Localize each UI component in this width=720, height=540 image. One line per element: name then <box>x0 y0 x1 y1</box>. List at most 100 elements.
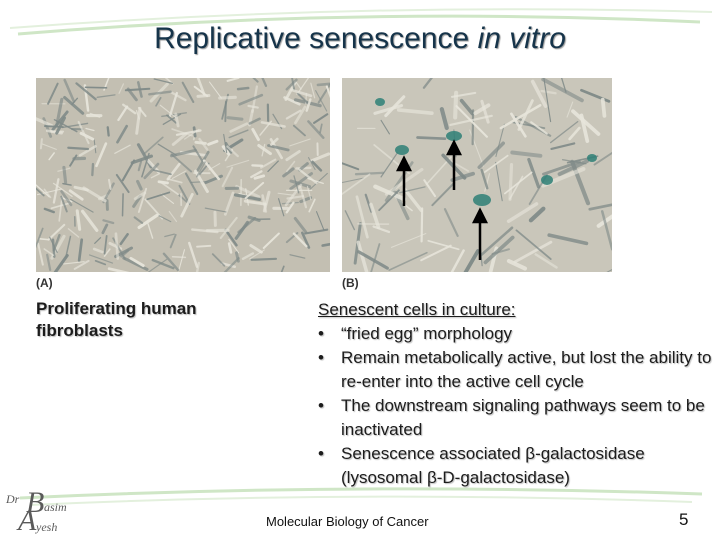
cell-texture <box>342 162 360 171</box>
cell-texture <box>120 249 130 258</box>
cell-texture <box>52 178 60 204</box>
cell-texture <box>135 109 140 120</box>
list-item: The downstream signaling pathways seem t… <box>318 394 713 442</box>
cell-texture <box>543 78 552 123</box>
cell-texture <box>202 159 221 181</box>
cell-texture <box>114 144 131 154</box>
footer-text: Molecular Biology of Cancer <box>266 514 429 529</box>
cell-texture <box>291 78 296 91</box>
cell-texture <box>152 169 172 176</box>
cell-texture <box>118 83 125 94</box>
cell-texture <box>479 226 514 257</box>
cell-texture <box>180 192 194 218</box>
author-logo: Dr B asim A yesh <box>6 486 76 537</box>
cell-texture <box>49 236 58 254</box>
cell-texture <box>236 86 250 91</box>
cell-texture <box>133 191 147 201</box>
cell-texture <box>63 78 76 103</box>
cell-texture <box>285 109 302 120</box>
cell-texture <box>295 81 302 90</box>
cell-texture <box>79 131 95 141</box>
cell-texture <box>102 219 115 225</box>
cell-texture <box>226 145 239 158</box>
cell-texture <box>91 162 95 177</box>
cell-texture <box>157 180 169 185</box>
cell-texture <box>370 243 381 272</box>
cell-texture <box>84 86 108 89</box>
cell-texture <box>162 252 180 272</box>
cell-texture <box>166 114 177 124</box>
cell-texture <box>184 172 199 196</box>
cell-texture <box>175 129 202 136</box>
cell-texture <box>62 182 72 186</box>
cell-texture <box>192 145 204 162</box>
cell-texture <box>250 170 263 179</box>
cell-texture <box>517 99 534 131</box>
cell-texture <box>229 122 249 133</box>
cell-texture <box>63 95 85 115</box>
cell-texture <box>342 177 364 184</box>
cell-texture <box>129 256 145 268</box>
cell-texture <box>171 255 187 259</box>
cell-texture <box>174 112 180 128</box>
cell-texture <box>455 105 488 138</box>
cell-texture <box>226 116 244 121</box>
cell-texture <box>171 170 187 179</box>
cell-texture <box>325 85 330 99</box>
cell-texture <box>277 198 285 217</box>
cell-texture <box>219 216 238 239</box>
cell-texture <box>315 90 328 112</box>
cell-texture <box>148 90 172 96</box>
cell-texture <box>95 142 108 168</box>
cell-texture <box>159 104 177 119</box>
cell-texture <box>534 253 558 269</box>
cell-texture <box>223 133 228 154</box>
cell-texture <box>270 137 279 146</box>
cell-texture <box>372 225 391 234</box>
cell-texture <box>77 238 84 262</box>
cell-texture <box>55 116 66 135</box>
cell-texture <box>37 242 44 266</box>
cell-texture <box>557 159 589 177</box>
cell-texture <box>178 249 185 272</box>
cell-texture <box>188 241 199 268</box>
cell-texture <box>228 238 240 254</box>
cell-texture <box>121 159 136 182</box>
cell-texture <box>67 228 80 238</box>
cell-texture <box>170 91 187 102</box>
cell-texture <box>294 105 307 125</box>
cell-texture <box>101 223 109 235</box>
cell-texture <box>211 253 226 267</box>
cell-texture <box>169 233 177 249</box>
cell-texture <box>94 237 102 244</box>
cell-texture <box>292 232 308 248</box>
list-item: Remain metabolically active, but lost th… <box>318 346 713 394</box>
logo-letters-dr: Dr <box>6 492 20 506</box>
cell-texture <box>107 267 130 272</box>
cell-texture <box>373 104 404 115</box>
logo-letter-b: B <box>26 486 45 519</box>
cell-texture <box>170 148 197 158</box>
cell-texture <box>420 244 452 262</box>
cell-texture <box>289 138 311 147</box>
cell-texture <box>161 112 188 118</box>
cell-texture <box>89 112 101 118</box>
cell-texture <box>115 173 130 194</box>
cell-texture <box>92 247 104 254</box>
cell-texture <box>171 132 188 146</box>
cell-texture <box>243 199 267 206</box>
cell-texture <box>137 213 159 230</box>
cell-texture <box>510 112 527 138</box>
cell-texture <box>36 117 54 128</box>
cell-texture <box>499 104 542 130</box>
cell-texture <box>380 152 399 178</box>
cell-texture <box>159 181 179 196</box>
cell-texture <box>82 186 107 203</box>
cell-texture <box>285 150 301 162</box>
cell-texture <box>124 87 151 92</box>
cell-texture <box>510 150 543 158</box>
cell-texture <box>308 198 316 213</box>
cell-texture <box>102 182 115 204</box>
cell-texture <box>319 123 323 134</box>
micrograph-a <box>36 78 330 272</box>
